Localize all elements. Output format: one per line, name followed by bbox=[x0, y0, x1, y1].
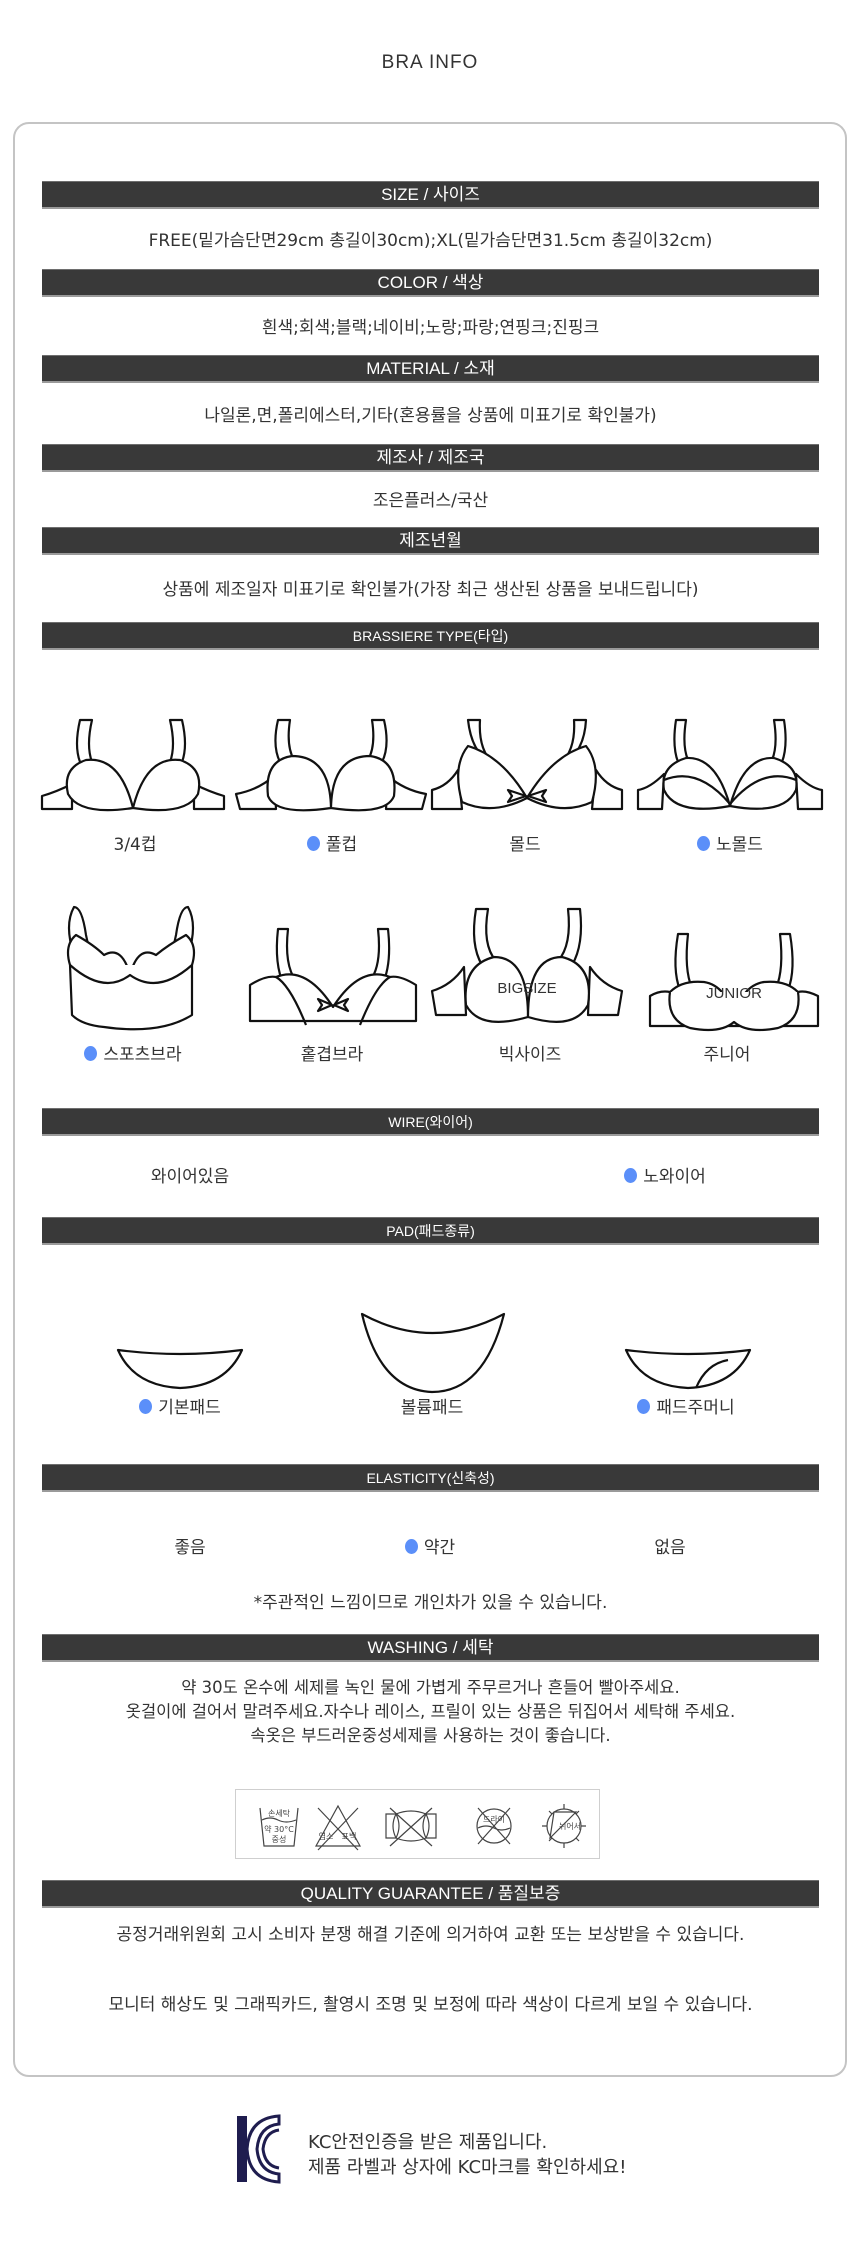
pad-item: 패드주머니 bbox=[616, 1393, 756, 1418]
full-cup-bra-icon bbox=[234, 716, 428, 816]
bra-type-item: 풀컵 bbox=[272, 830, 392, 855]
elasticity-item: 좋음 bbox=[174, 1538, 206, 1558]
no-dry-clean-icon: 드라이 bbox=[476, 1807, 512, 1845]
svg-text:BIGSIZE: BIGSIZE bbox=[497, 980, 556, 997]
bra-type-item: 주니어 bbox=[703, 1045, 751, 1065]
pad-pocket-icon bbox=[624, 1348, 754, 1392]
manufacture-date-value: 상품에 제조일자 미표기로 확인불가(가장 최근 생산된 상품을 보내드립니다) bbox=[162, 580, 699, 600]
bra-type-header: BRASSIERE TYPE(타입) bbox=[42, 622, 819, 650]
maker-value: 조은플러스/국산 bbox=[372, 491, 489, 511]
selected-dot-icon bbox=[139, 1399, 153, 1414]
kc-line: KC안전인증을 받은 제품입니다. bbox=[308, 2132, 548, 2153]
kc-line: 제품 라벨과 상자에 KC마크를 확인하세요! bbox=[308, 2157, 627, 2178]
svg-text:뉘어서: 뉘어서 bbox=[559, 1821, 581, 1831]
washing-line: 옷걸이에 걸어서 말려주세요.자수나 레이스, 프릴이 있는 상품은 뒤집어서 … bbox=[125, 1702, 736, 1721]
bigsize-bra-icon: BIGSIZE bbox=[430, 905, 624, 1025]
selected-dot-icon bbox=[404, 1539, 418, 1554]
quality-header: QUALITY GUARANTEE / 품질보증 bbox=[42, 1880, 819, 1908]
size-header: SIZE / 사이즈 bbox=[42, 181, 819, 209]
pad-item: 기본패드 bbox=[120, 1393, 240, 1418]
non-molded-bra-icon bbox=[636, 716, 824, 816]
bra-type-item: 빅사이즈 bbox=[498, 1045, 562, 1065]
svg-text:손세탁: 손세탁 bbox=[268, 1808, 291, 1818]
no-wring-icon bbox=[385, 1807, 437, 1847]
sports-bra-icon bbox=[64, 905, 198, 1031]
care-symbols: 손세탁 약 30°C 중성 염소 표백 드라이 뉘어서 bbox=[235, 1789, 600, 1859]
bra-type-item: 스포츠브라 bbox=[68, 1040, 198, 1065]
elasticity-item: 약간 bbox=[380, 1533, 480, 1558]
pad-item: 볼륨패드 bbox=[400, 1398, 464, 1418]
size-value: FREE(밑가슴단면29cm 총길이30cm);XL(밑가슴단면31.5cm 총… bbox=[148, 231, 713, 251]
volume-pad-icon bbox=[360, 1312, 506, 1396]
manufacture-date-header: 제조년월 bbox=[42, 527, 819, 555]
svg-text:약 30°C: 약 30°C bbox=[264, 1824, 294, 1834]
wire-item: 와이어있음 bbox=[150, 1167, 230, 1187]
bra-type-item: 홑겹브라 bbox=[300, 1045, 364, 1065]
selected-dot-icon bbox=[306, 836, 320, 851]
color-header: COLOR / 색상 bbox=[42, 269, 819, 297]
material-header: MATERIAL / 소재 bbox=[42, 355, 819, 383]
washing-header: WASHING / 세탁 bbox=[42, 1634, 819, 1662]
page-title: BRA INFO bbox=[381, 52, 479, 73]
bra-type-item: 3/4컵 bbox=[113, 835, 157, 855]
three-quarter-cup-bra-icon bbox=[40, 716, 226, 816]
svg-text:중성: 중성 bbox=[272, 1835, 287, 1844]
kc-notice: KC안전인증을 받은 제품입니다. 제품 라벨과 상자에 KC마크를 확인하세요… bbox=[308, 2130, 626, 2180]
wire-item: 노와이어 bbox=[600, 1162, 730, 1187]
washing-line: 약 30도 온수에 세제를 녹인 물에 가볍게 주무르거나 흔들어 빨아주세요. bbox=[181, 1678, 680, 1697]
basic-pad-icon bbox=[116, 1348, 246, 1392]
quality-line: 모니터 해상도 및 그래픽카드, 촬영시 조명 및 보정에 따라 색상이 다르게… bbox=[108, 1995, 753, 2015]
pad-header: PAD(패드종류) bbox=[42, 1217, 819, 1245]
junior-bra-icon: JUNIOR bbox=[648, 930, 820, 1032]
quality-line: 공정거래위원회 고시 소비자 분쟁 해결 기준에 의거하여 교환 또는 보상받을… bbox=[116, 1925, 745, 1945]
bra-type-item: 노몰드 bbox=[670, 830, 790, 855]
svg-text:JUNIOR: JUNIOR bbox=[706, 985, 762, 1002]
hand-wash-30c-icon: 손세탁 약 30°C 중성 bbox=[259, 1807, 299, 1847]
selected-dot-icon bbox=[697, 836, 711, 851]
selected-dot-icon bbox=[624, 1168, 638, 1183]
selected-dot-icon bbox=[637, 1399, 651, 1414]
material-value: 나일론,면,폴리에스터,기타(혼용률을 상품에 미표기로 확인불가) bbox=[204, 406, 657, 426]
single-layer-bra-icon bbox=[248, 925, 418, 1026]
kc-logo-icon bbox=[235, 2114, 281, 2188]
elasticity-item: 없음 bbox=[654, 1538, 686, 1558]
selected-dot-icon bbox=[84, 1046, 98, 1061]
molded-bra-icon bbox=[430, 716, 624, 816]
bra-type-item: 몰드 bbox=[509, 835, 541, 855]
elasticity-note: *주관적인 느낌이므로 개인차가 있을 수 있습니다. bbox=[253, 1593, 608, 1613]
elasticity-header: ELASTICITY(신축성) bbox=[42, 1464, 819, 1492]
svg-text:드라이: 드라이 bbox=[483, 1814, 505, 1824]
svg-text:표백: 표백 bbox=[342, 1831, 357, 1841]
dry-flat-in-shade-icon: 뉘어서 bbox=[542, 1804, 586, 1848]
maker-header: 제조사 / 제조국 bbox=[42, 444, 819, 472]
wire-header: WIRE(와이어) bbox=[42, 1108, 819, 1136]
svg-text:염소: 염소 bbox=[319, 1832, 334, 1841]
no-bleach-icon: 염소 표백 bbox=[314, 1804, 362, 1851]
washing-line: 속옷은 부드러운중성세제를 사용하는 것이 좋습니다. bbox=[250, 1726, 611, 1745]
color-value: 흰색;회색;블랙;네이비;노랑;파랑;연핑크;진핑크 bbox=[261, 318, 600, 338]
